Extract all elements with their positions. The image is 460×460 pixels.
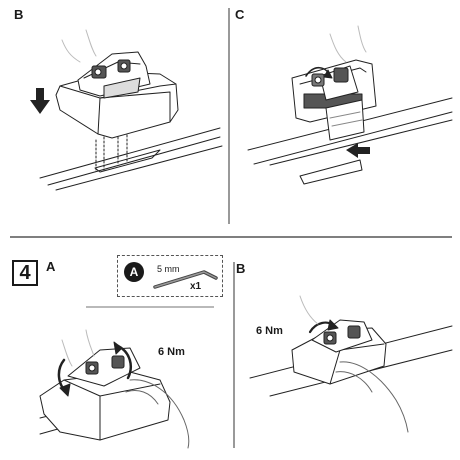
- allen-key-drawing: [153, 270, 218, 289]
- step-sub-label-b: B: [236, 261, 246, 276]
- tool-quantity: x1: [190, 281, 202, 292]
- panel-c-drawing: [247, 25, 453, 185]
- panel-4a-drawing: [39, 329, 190, 449]
- panel-label-b: B: [14, 7, 24, 22]
- panel-4b-drawing: [249, 295, 453, 433]
- tool-callout: [117, 255, 223, 297]
- panel-b-drawing: [30, 29, 223, 191]
- step-number: 4: [12, 260, 38, 286]
- torque-label-left: 6 Nm: [158, 346, 185, 358]
- tool-badge: A: [124, 262, 144, 282]
- tool-size: 5 mm: [157, 264, 180, 274]
- step-sub-label-a: A: [46, 259, 56, 274]
- panel-label-c: C: [235, 7, 245, 22]
- torque-label-right: 6 Nm: [256, 325, 283, 337]
